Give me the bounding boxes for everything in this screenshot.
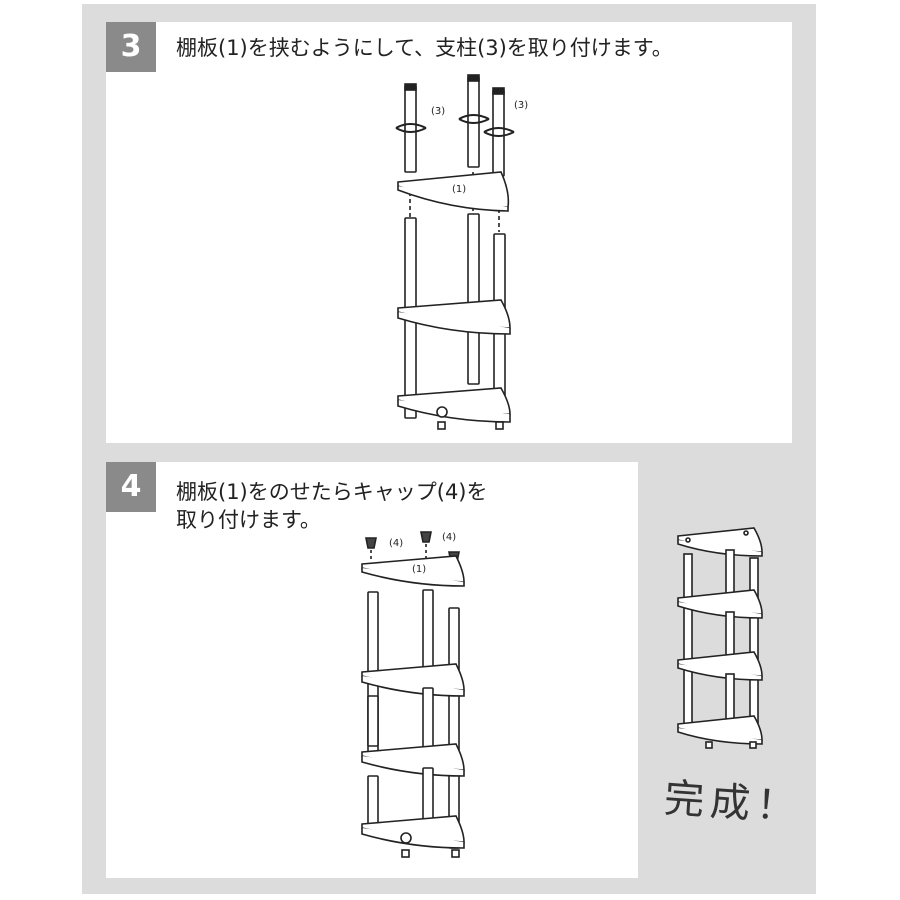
step-4-instruction-line-1: 棚板(1)をのせたらキャップ(4)を [176,480,488,504]
step-3-badge: 3 [106,22,156,72]
step-4-badge: 4 [106,462,156,512]
completion-text: 完成！ [662,775,804,832]
step-3-illustration: (3) (3) (1) [395,74,528,430]
step-4-illustration: (4) (4) (1) [361,531,465,858]
step-4-panel: 4 棚板(1)をのせたらキャップ(4)を 取り付けます。 [106,462,638,878]
step-4-instruction-line-2: 取り付けます。 [176,508,321,532]
step-3-shelf-label: (1) [452,184,466,195]
step-4-cap-label-2: (4) [442,532,456,543]
step-3-instruction: 棚板(1)を挟むようにして、支柱(3)を取り付けます。 [176,36,673,60]
step-4-shelf-label: (1) [412,564,426,575]
step-4-instruction: 棚板(1)をのせたらキャップ(4)を 取り付けます。 [176,478,488,534]
step-3-panel: 3 棚板(1)を挟むようにして、支柱(3)を取り付けます。 [106,22,792,443]
step-3-pole-label-2: (3) [514,100,528,111]
step-3-pole-label-1: (3) [431,106,445,117]
step-4-cap-label-1: (4) [389,538,403,549]
finished-shelf-illustration [677,527,763,749]
